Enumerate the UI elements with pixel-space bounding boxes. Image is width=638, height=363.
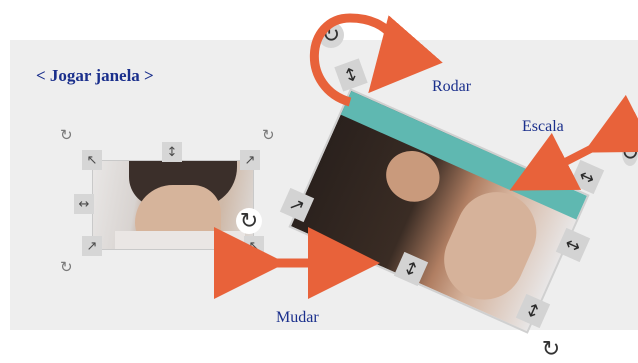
rotate-icon[interactable]: ↻ [262,126,275,144]
resize-corner-icon[interactable]: ↗ [240,150,260,170]
rotate-arrow [309,13,443,107]
rotate-icon[interactable]: ↻ [60,126,73,144]
rotate-label: Rodar [432,78,472,95]
move-label: Mudar [276,309,319,326]
rotate-icon[interactable]: ↻ [538,336,564,362]
scale-label: Escala [522,118,564,135]
resize-horizontal-icon[interactable]: ↔ [74,194,94,214]
resize-corner-icon[interactable]: ↗ [82,236,102,256]
rotate-icon[interactable]: ↻ [60,258,73,276]
resize-vertical-icon[interactable]: ↕ [162,142,182,162]
small-video-window[interactable] [92,160,254,250]
resize-corner-icon[interactable]: ↖ [82,150,102,170]
page-title: < Jogar janela > [36,66,154,85]
image-shirt [115,231,245,249]
scale-arrow [509,94,638,191]
